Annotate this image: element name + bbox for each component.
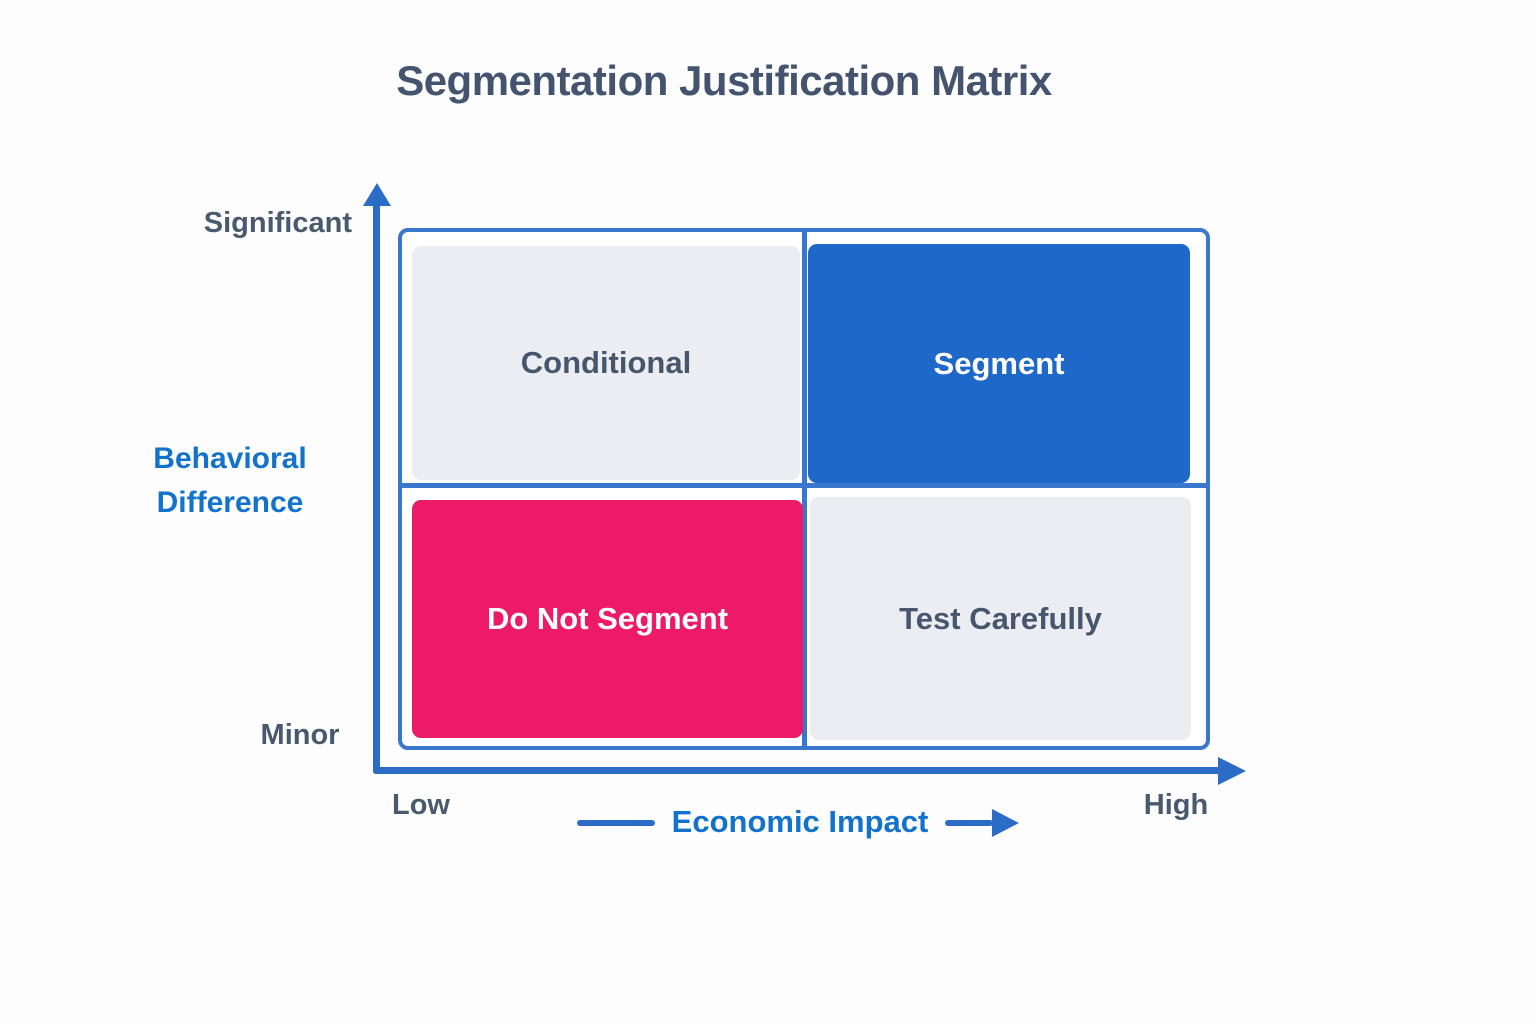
y-axis-title-line1: Behavioral [153, 442, 307, 475]
quadrant-label: Do Not Segment [486, 601, 729, 636]
matrix-divider-horizontal [402, 483, 1206, 488]
x-axis-title-dash [577, 820, 655, 826]
quadrant-do-not-segment: Do Not Segment [412, 500, 803, 738]
quadrant-label: Conditional [520, 345, 692, 380]
y-axis-line [373, 202, 380, 774]
matrix-divider-vertical [802, 232, 807, 746]
x-axis-min-label: Low [392, 789, 450, 821]
quadrant-label: Test Carefully [899, 600, 1102, 636]
quadrant-segment: Segment [808, 244, 1190, 483]
y-axis-title-line2: Difference [156, 486, 304, 519]
x-axis-title: Economic Impact [671, 804, 929, 839]
matrix: Conditional Segment Do Not Segment Test … [398, 228, 1210, 750]
quadrant-conditional: Conditional [412, 246, 800, 480]
x-axis-title-arrow-icon [992, 809, 1019, 837]
arrow-up-icon [363, 183, 391, 206]
y-axis-max-label: Significant [203, 207, 352, 239]
x-axis-max-label: High [1143, 789, 1209, 821]
x-axis-title-arrow-line [945, 820, 993, 826]
x-axis-line [373, 767, 1220, 774]
quadrant-test-carefully: Test Carefully [810, 497, 1191, 740]
page-title: Segmentation Justification Matrix [396, 57, 1052, 104]
y-axis-min-label: Minor [260, 719, 340, 751]
arrow-right-icon [1218, 757, 1246, 785]
quadrant-label: Segment [933, 345, 1065, 381]
y-axis-title: Behavioral Difference [110, 437, 350, 525]
